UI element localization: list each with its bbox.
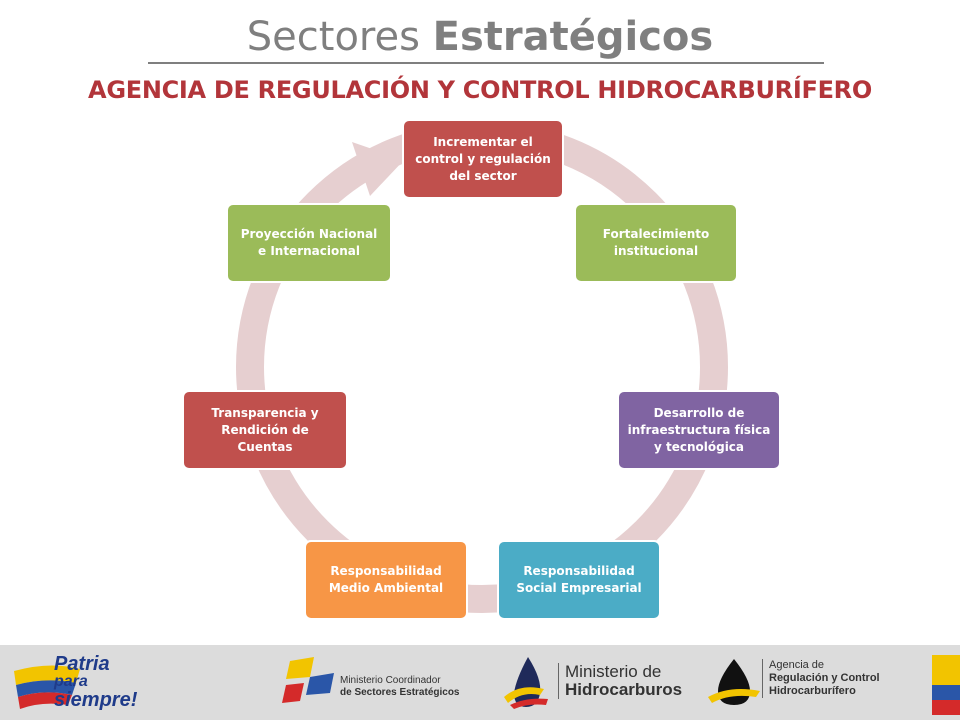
hidrocarburos-logo — [504, 657, 548, 709]
cycle-ring-arrowhead — [352, 142, 404, 196]
cycle-node-7: Proyección Nacional e Internacional — [226, 203, 392, 283]
coordinador-text: Ministerio Coordinador de Sectores Estra… — [340, 675, 460, 699]
coordinador-mark-yellow — [286, 657, 314, 679]
coordinador-line-1: Ministerio Coordinador — [340, 675, 441, 686]
hidrocarburos-text: Ministerio de Hidrocarburos — [558, 663, 682, 699]
coordinador-mark-red — [282, 683, 304, 703]
title-underline — [148, 62, 824, 64]
coordinador-mark-blue — [306, 673, 334, 695]
coordinador-line-2: de Sectores Estratégicos — [340, 687, 460, 698]
hidrocarburos-line-1: Ministerio de — [565, 662, 662, 681]
footer-logo-bar: Patria para siempre! Ministerio Coordina… — [0, 645, 960, 720]
patria-line-3: siempre! — [54, 689, 138, 711]
hidrocarburos-swoosh-yellow — [504, 687, 544, 703]
patria-flag-red — [18, 692, 72, 709]
agencia-logo — [708, 659, 760, 705]
agencia-line-3: Hidrocarburífero — [769, 685, 856, 697]
coordinador-logo — [282, 657, 334, 703]
patria-flag-blue — [16, 680, 76, 697]
flag-stripe — [932, 655, 960, 715]
cycle-node-3: Desarrollo de infraestructura física y t… — [617, 390, 781, 470]
agencia-line-2: Regulación y Control — [769, 672, 880, 684]
agencia-swoosh-yellow — [708, 689, 760, 703]
title-bold: Estratégicos — [432, 14, 714, 60]
patria-flag-yellow — [14, 665, 80, 685]
flag-stripe-blue — [932, 685, 960, 700]
patria-line-2: para — [54, 673, 88, 690]
patria-line-1: Patria — [54, 653, 110, 675]
cycle-node-2: Fortalecimiento institucional — [574, 203, 738, 283]
page-subtitle: AGENCIA DE REGULACIÓN Y CONTROL HIDROCAR… — [88, 76, 872, 104]
cycle-node-4: Responsabilidad Social Empresarial — [497, 540, 661, 620]
patria-logo — [14, 665, 80, 709]
cycle-node-5: Responsabilidad Medio Ambiental — [304, 540, 468, 620]
hidrocarburos-swoosh-red — [510, 698, 548, 709]
cycle-ring — [236, 121, 728, 613]
flag-stripe-red — [932, 700, 960, 715]
page-title: Sectores Estratégicos — [0, 14, 960, 60]
agencia-text: Agencia de Regulación y Control Hidrocar… — [762, 659, 880, 698]
cycle-node-1: Incrementar el control y regulación del … — [402, 119, 564, 199]
flag-stripe-yellow — [932, 655, 960, 685]
patria-text: Patria para siempre! — [54, 653, 138, 711]
cycle-node-6: Transparencia y Rendición de Cuentas — [182, 390, 348, 470]
title-light: Sectores — [246, 14, 433, 60]
agencia-line-1: Agencia de — [769, 659, 825, 671]
hidrocarburos-line-2: Hidrocarburos — [565, 680, 683, 699]
